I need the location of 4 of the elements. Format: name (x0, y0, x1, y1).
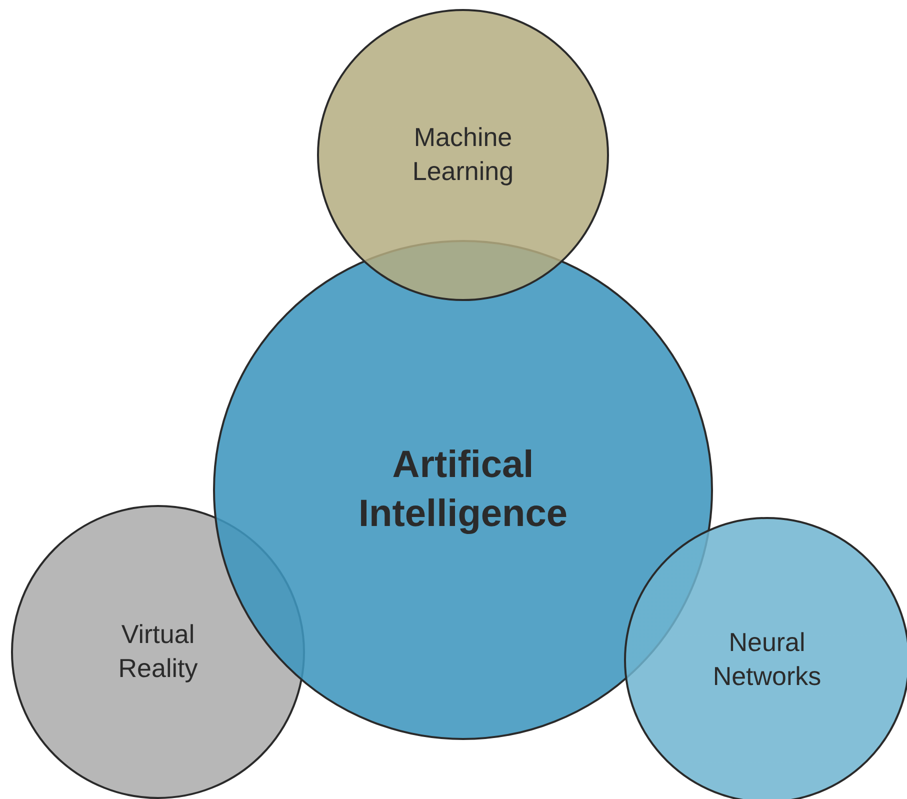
circle-label: Virtual Reality (117, 618, 199, 685)
circle-label: Artifical Intelligence (357, 442, 569, 537)
circle-label: Neural Networks (712, 626, 822, 693)
circle-label: Machine Learning (411, 121, 515, 188)
